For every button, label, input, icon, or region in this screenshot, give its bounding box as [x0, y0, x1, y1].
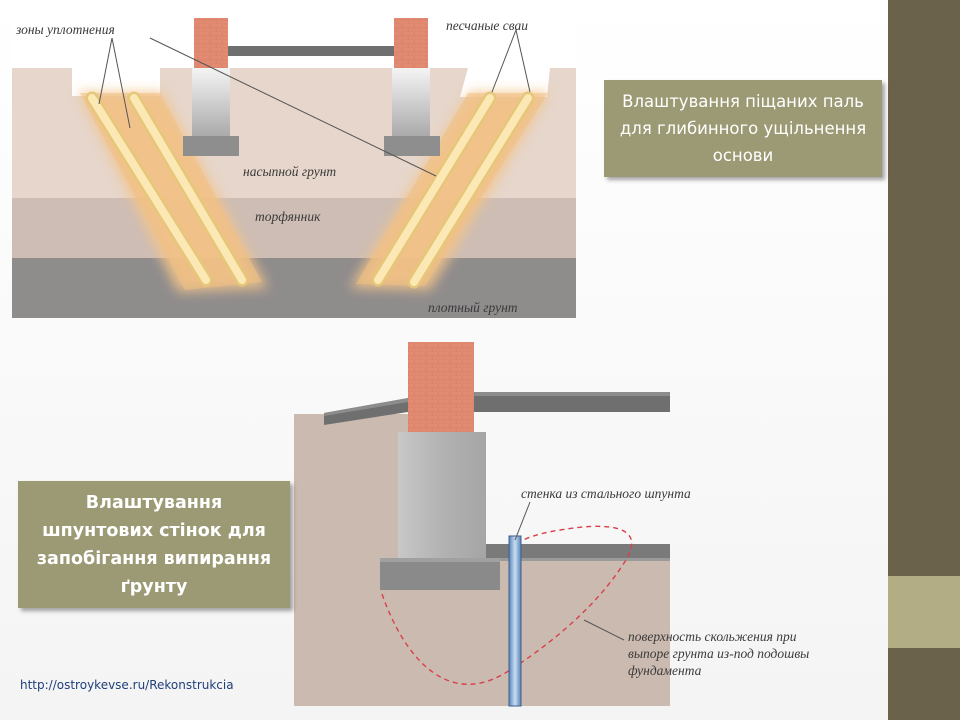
leader-sheet-pile	[514, 501, 531, 541]
foundations	[183, 18, 440, 156]
peat-layer	[12, 198, 576, 260]
foundation-footing	[380, 558, 500, 590]
label-slip-surface-line-1: поверхность скольжения при	[628, 629, 797, 644]
slip-surface-line	[381, 525, 633, 685]
steel-sheet-pile	[508, 535, 522, 707]
label-compaction-zones: зоны уплотнения	[15, 22, 115, 37]
source-link[interactable]: http://ostroykevse.ru/Rekonstrukcia	[20, 678, 234, 692]
foundation-column	[398, 432, 486, 562]
leader-slip-surface	[583, 619, 625, 641]
caption-sand-piles: Влаштування піщаних паль для глибинного …	[604, 80, 882, 177]
caption-sheet-pile-walls: Влаштування шпунтових стінок для запобіг…	[18, 481, 290, 608]
sand-piles	[85, 91, 535, 289]
label-sheet-pile-wall: стенка из стального шпунта	[521, 486, 691, 501]
sand-piles-diagram: зоны уплотнения песчаные сваи насыпной г…	[12, 0, 576, 318]
label-dense-soil: плотный грунт	[428, 300, 518, 315]
dense-soil-layer	[12, 258, 576, 318]
side-accent-bar-dark	[888, 0, 960, 576]
side-accent-bar-light	[888, 576, 960, 648]
label-peat: торфянник	[255, 209, 321, 224]
label-sand-piles: песчаные сваи	[446, 18, 528, 33]
side-accent-bar-bottom	[888, 648, 960, 720]
label-fill-soil: насыпной грунт	[243, 164, 336, 179]
diagrams: зоны уплотнения песчаные сваи насыпной г…	[12, 0, 810, 707]
brick-wall	[408, 342, 474, 434]
label-slip-surface-line-2: выпоре грунта из-под подошвы	[628, 646, 809, 661]
label-slip-surface-line-3: фундамента	[628, 663, 702, 678]
sheet-pile-diagram: стенка из стального шпунта поверхность с…	[294, 342, 809, 707]
leader-lines	[98, 29, 531, 177]
